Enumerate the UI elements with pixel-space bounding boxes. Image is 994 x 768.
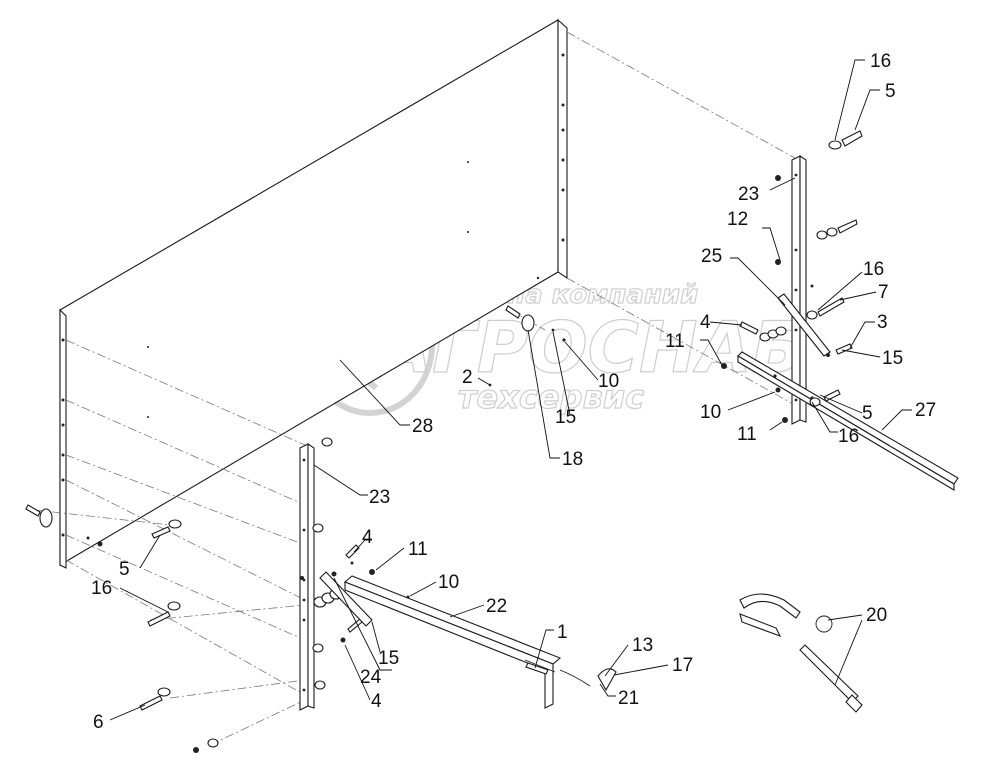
callout-4: 4	[700, 312, 711, 333]
callout-4: 4	[371, 691, 382, 712]
callout-labels: 16 5 23 12 25 16 7 3 4 11 15 10 27 5 16 …	[91, 51, 936, 733]
callout-25: 25	[701, 246, 722, 267]
callout-10: 10	[700, 402, 721, 423]
callout-15: 15	[555, 407, 576, 428]
callout-2: 2	[462, 367, 473, 388]
callout-10: 10	[598, 371, 619, 392]
alignment-lines	[34, 31, 796, 746]
straps-20	[739, 593, 863, 713]
side-panel-28	[59, 18, 568, 569]
callout-15: 15	[882, 348, 903, 369]
callout-5: 5	[862, 403, 873, 424]
callout-3: 3	[877, 312, 888, 333]
callout-24: 24	[360, 667, 382, 688]
callout-16: 16	[863, 259, 884, 280]
callout-16: 16	[870, 51, 891, 72]
leader-lines	[109, 59, 912, 721]
callout-5: 5	[119, 559, 130, 580]
callout-18: 18	[562, 449, 583, 470]
left-fasteners	[25, 437, 617, 753]
callout-16: 16	[91, 578, 112, 599]
callout-6: 6	[93, 712, 104, 733]
callout-16: 16	[838, 426, 859, 447]
callout-23: 23	[369, 487, 390, 508]
callout-5: 5	[885, 81, 896, 102]
right-fasteners	[721, 130, 959, 491]
callout-1: 1	[557, 622, 568, 643]
callout-28: 28	[412, 416, 433, 437]
callout-4: 4	[362, 527, 373, 548]
callout-27: 27	[915, 400, 936, 421]
callout-11: 11	[408, 539, 428, 560]
callout-11: 11	[737, 424, 757, 445]
post-23-left	[299, 442, 315, 711]
post-23-right	[791, 154, 807, 425]
callout-12: 12	[727, 209, 748, 230]
callout-13: 13	[632, 635, 653, 656]
callout-17: 17	[672, 655, 693, 676]
callout-23: 23	[738, 184, 759, 205]
callout-20: 20	[866, 605, 887, 626]
callout-11: 11	[665, 331, 685, 352]
callout-10: 10	[438, 572, 459, 593]
callout-15: 15	[378, 648, 399, 669]
callout-21: 21	[618, 688, 639, 709]
callout-7: 7	[878, 282, 889, 303]
callout-22: 22	[486, 596, 507, 617]
